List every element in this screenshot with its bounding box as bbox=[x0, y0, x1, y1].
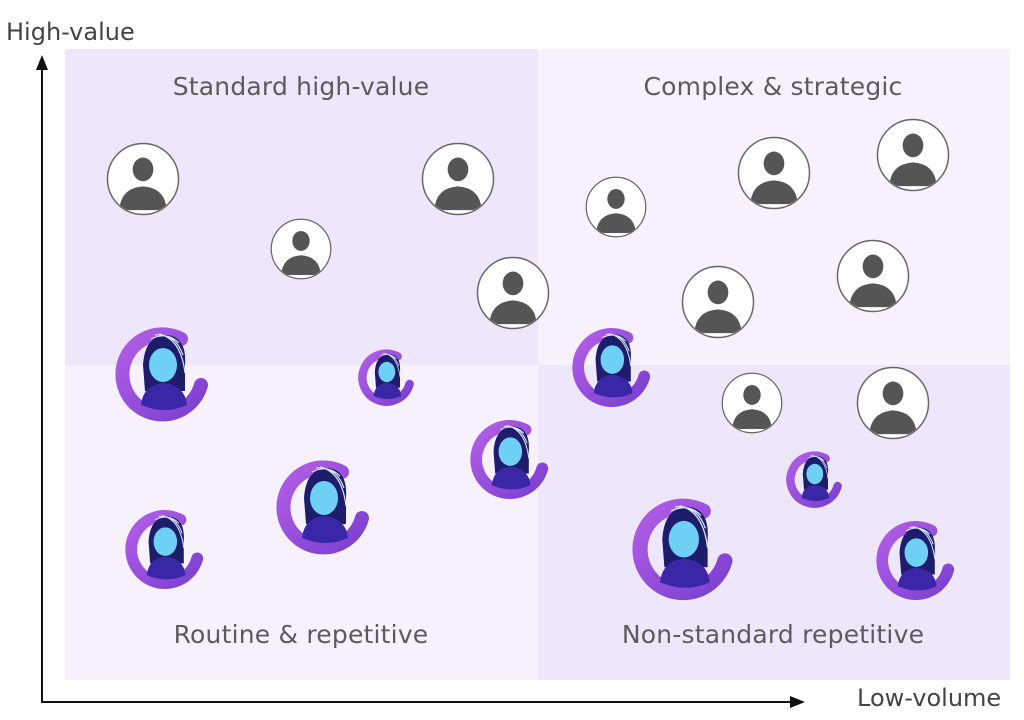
ai-agent-icon bbox=[276, 458, 376, 558]
x-axis-arrow bbox=[790, 696, 805, 708]
person-icon bbox=[421, 142, 495, 216]
person-icon bbox=[876, 118, 950, 192]
person-icon bbox=[737, 136, 811, 210]
person-icon bbox=[106, 142, 180, 216]
person-icon bbox=[721, 372, 783, 434]
y-axis-arrow bbox=[36, 55, 48, 70]
person-icon bbox=[856, 366, 930, 440]
person-icon bbox=[836, 239, 910, 313]
person-icon bbox=[585, 176, 647, 238]
person-icon bbox=[476, 256, 550, 330]
ai-agent-icon bbox=[786, 450, 846, 510]
quadrant-label-bottom-left: Routine & repetitive bbox=[173, 620, 429, 649]
ai-agent-icon bbox=[115, 325, 215, 425]
y-axis-label: High-value bbox=[6, 18, 135, 46]
ai-agent-icon bbox=[470, 418, 554, 502]
ai-agent-icon bbox=[125, 508, 209, 592]
quadrant-label-top-left: Standard high-value bbox=[172, 72, 430, 101]
quadrant-label-bottom-right: Non-standard repetitive bbox=[621, 620, 925, 649]
person-icon bbox=[681, 265, 755, 339]
x-axis-label: Low-volume bbox=[857, 684, 1002, 712]
ai-agent-icon bbox=[876, 519, 960, 603]
person-icon bbox=[270, 218, 332, 280]
quadrant-label-top-right: Complex & strategic bbox=[643, 72, 903, 101]
ai-agent-icon bbox=[632, 496, 740, 604]
ai-agent-icon bbox=[358, 348, 418, 408]
ai-agent-icon bbox=[572, 326, 656, 410]
